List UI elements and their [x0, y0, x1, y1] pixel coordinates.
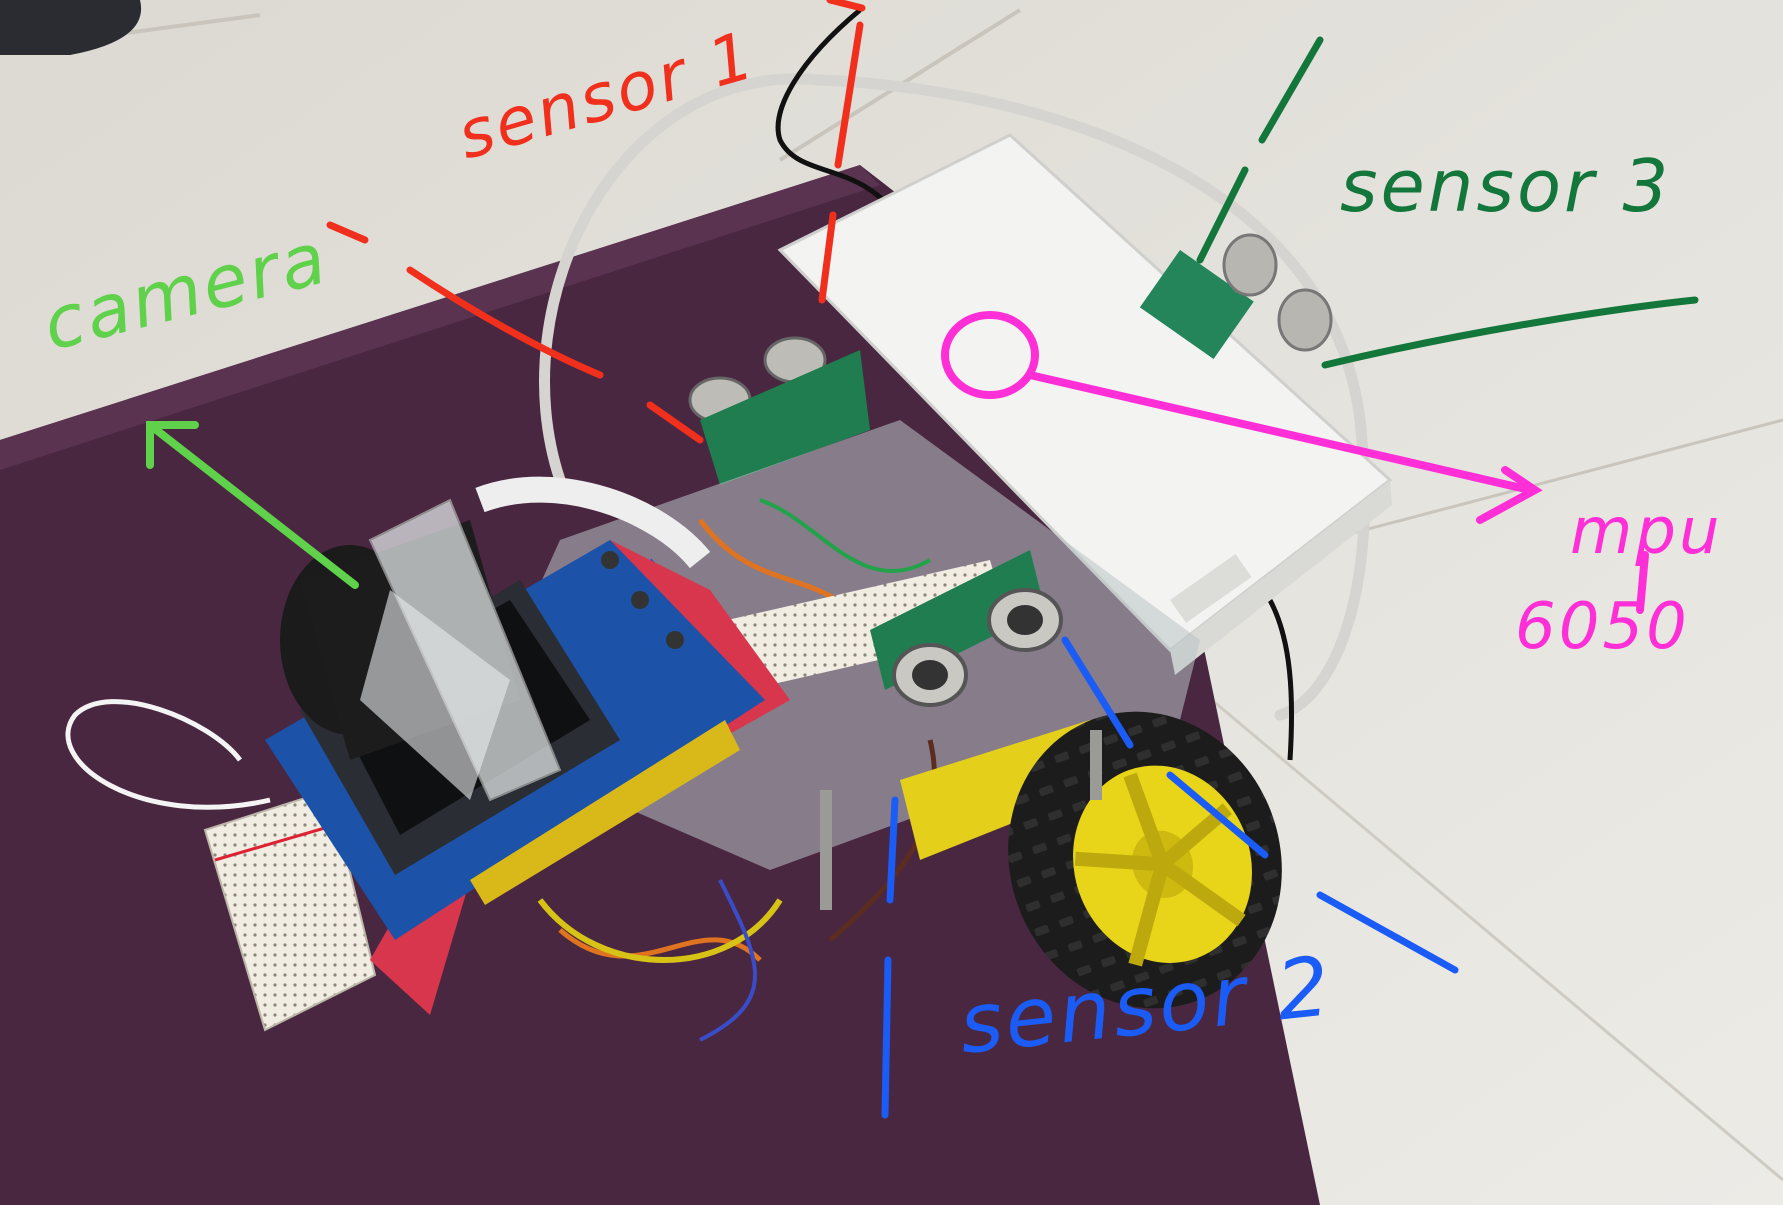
sensor3-label: sensor 3: [1340, 144, 1672, 228]
sensor3-marker: [1196, 36, 1699, 369]
camera-arrow: [146, 421, 359, 589]
sensor1-marker: [326, 0, 866, 444]
mpu-number-label: 6050: [1515, 590, 1690, 664]
mpu-arrow: [941, 311, 1649, 614]
mpu-label: mpu: [1570, 495, 1723, 569]
sensor2-marker: [881, 636, 1459, 1119]
